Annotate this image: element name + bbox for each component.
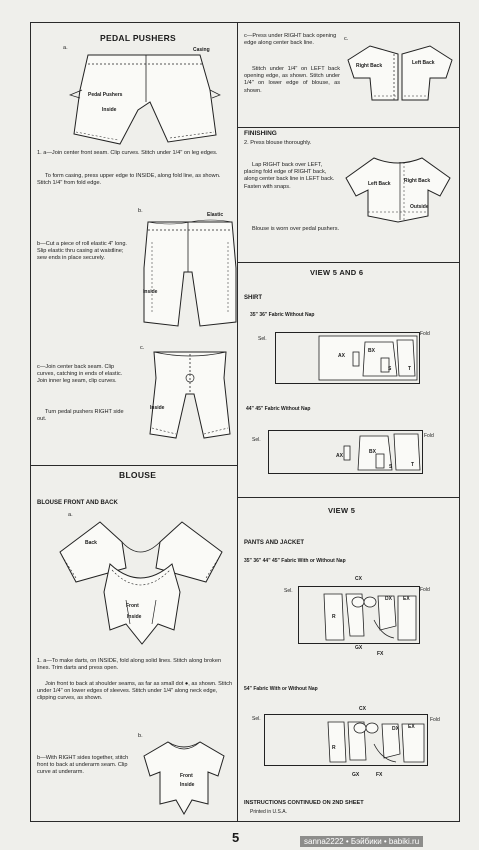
- fold-label-3: Fold: [420, 587, 430, 593]
- shirt-fabric-1: 35" 36" Fabric Without Nap: [250, 312, 315, 318]
- inside-label-a: Inside: [102, 107, 117, 113]
- watermark: sanna2222 • Бэйбики • babiki.ru: [300, 836, 424, 847]
- page-number: 5: [232, 830, 240, 845]
- piece-s-1: S: [388, 366, 392, 372]
- piece-t-2: T: [411, 462, 415, 468]
- view5-fabric-2: 54" Fabric With or Without Nap: [244, 686, 318, 692]
- blouse-fig-b: [143, 741, 225, 816]
- blouse-fig-c-label: c.: [344, 36, 349, 42]
- fold-label-4: Fold: [430, 717, 440, 723]
- piece-ex-2: EX: [408, 724, 415, 730]
- printed-in: Printed in U.S.A.: [250, 809, 287, 815]
- blouse-step-a-1: 1. a—To make darts, on INSIDE, fold alon…: [37, 658, 222, 672]
- elastic-label: Elastic: [207, 212, 224, 218]
- fig-a-label: a.: [63, 45, 68, 51]
- piece-s-2: S: [389, 464, 393, 470]
- layout-pants-54: [264, 714, 428, 766]
- pedal-pushers-title: PEDAL PUSHERS: [100, 33, 177, 43]
- shirt-fabric-2: 44" 45" Fabric Without Nap: [246, 406, 311, 412]
- blouse-fig-c: [347, 45, 453, 101]
- piece-fx-1: FX: [377, 651, 384, 657]
- inside-label-blouse: Inside: [127, 614, 142, 620]
- piece-ex-1: EX: [403, 596, 410, 602]
- left-back-label: Left Back: [412, 60, 435, 66]
- blouse-finished: [345, 157, 451, 223]
- blouse-step-b: b—With RIGHT sides together, stitch fron…: [37, 755, 129, 776]
- view5-title: VIEW 5: [328, 506, 356, 515]
- blouse-fig-b-label: b.: [138, 733, 143, 739]
- fold-label-1: Fold: [420, 331, 430, 337]
- finishing-title: FINISHING: [244, 130, 277, 137]
- blouse-step-a-2: Join front to back at shoulder seams, as…: [37, 681, 233, 702]
- layout-shirt-44: [268, 430, 423, 474]
- piece-gx-2: GX: [352, 772, 360, 778]
- finishing-step-2: Lap RIGHT back over LEFT, placing fold e…: [244, 162, 335, 190]
- left-back-label-2: Left Back: [368, 181, 391, 187]
- layout-pants-35: [298, 586, 420, 644]
- divider-view56: [237, 262, 460, 264]
- piece-fx-2: FX: [376, 772, 383, 778]
- divider-blouse-section: [30, 465, 238, 467]
- right-back-label-2: Right Back: [404, 178, 431, 184]
- pp-step-b: b—Cut a piece of roll elastic 4" long. S…: [37, 241, 127, 262]
- piece-bx-2: BX: [369, 449, 376, 455]
- blouse-step-c-2: Stitch under 1/4" on LEFT back opening e…: [244, 66, 340, 94]
- shirt-title: SHIRT: [244, 295, 262, 301]
- back-label: Back: [85, 540, 97, 546]
- inside-label-c: Inside: [150, 405, 165, 411]
- pp-step-c-1: c—Join center back seam. Clip curves, ca…: [37, 364, 123, 385]
- blouse-fig-a-label: a.: [68, 512, 73, 518]
- blouse-subtitle: BLOUSE FRONT AND BACK: [37, 500, 118, 506]
- finishing-step-3: Blouse is worn over pedal pushers.: [252, 226, 340, 232]
- finishing-step-1: 2. Press blouse thoroughly.: [244, 140, 312, 146]
- blouse-fig-a: [59, 521, 223, 645]
- pedal-pushers-fig-c: [149, 351, 231, 439]
- divider-finishing: [237, 127, 460, 129]
- piece-cx-1: CX: [355, 576, 362, 582]
- inside-label-blouse-b: Inside: [180, 782, 195, 788]
- piece-r-2: R: [332, 745, 336, 751]
- divider-view5: [237, 497, 460, 499]
- front-label: Front: [126, 603, 139, 609]
- right-back-label: Right Back: [356, 63, 383, 69]
- view5-subtitle: PANTS AND JACKET: [244, 540, 305, 546]
- view5-fabric-1: 35" 36" 44" 45" Fabric With or Without N…: [244, 558, 346, 564]
- instructions-continued: INSTRUCTIONS CONTINUED ON 2ND SHEET: [244, 800, 364, 806]
- outside-label: Outside: [410, 204, 429, 210]
- piece-cx-2: CX: [359, 706, 366, 712]
- sel-label-3: Sel.: [284, 588, 293, 594]
- blouse-step-c-1: c—Press under RIGHT back opening edge al…: [244, 33, 337, 47]
- fold-label-2: Fold: [424, 433, 434, 439]
- pp-step-a-1: 1. a—Join center front seam. Clip curves…: [37, 150, 218, 156]
- front-label-b: Front: [180, 773, 193, 779]
- pedal-pushers-label: Pedal Pushers: [88, 92, 123, 98]
- pedal-pushers-fig-a: [68, 54, 221, 145]
- layout-shirt-35: [275, 332, 420, 384]
- piece-bx-1: BX: [368, 348, 375, 354]
- view56-title: VIEW 5 AND 6: [310, 268, 364, 277]
- piece-dx-1: DX: [385, 596, 392, 602]
- pp-step-a-2: To form casing, press upper edge to INSI…: [37, 173, 221, 187]
- pedal-pushers-fig-b: [143, 219, 237, 327]
- piece-ax-2: AX: [336, 453, 343, 459]
- page-frame: [30, 22, 460, 822]
- inside-label-b: Inside: [143, 289, 158, 295]
- sel-label-4: Sel.: [252, 716, 261, 722]
- piece-dx-2: DX: [392, 726, 399, 732]
- fig-b-label: b.: [138, 208, 143, 214]
- sel-label-1: Sel.: [258, 336, 267, 342]
- piece-gx-1: GX: [355, 645, 363, 651]
- fig-c-label: c.: [140, 345, 145, 351]
- piece-t-1: T: [408, 366, 412, 372]
- column-divider: [237, 22, 239, 822]
- blouse-title: BLOUSE: [119, 470, 157, 480]
- piece-r-1: R: [332, 614, 336, 620]
- piece-ax-1: AX: [338, 353, 345, 359]
- casing-label: Casing: [193, 47, 210, 53]
- sel-label-2: Sel.: [252, 437, 261, 443]
- pp-step-c-2: Turn pedal pushers RIGHT side out.: [37, 409, 124, 423]
